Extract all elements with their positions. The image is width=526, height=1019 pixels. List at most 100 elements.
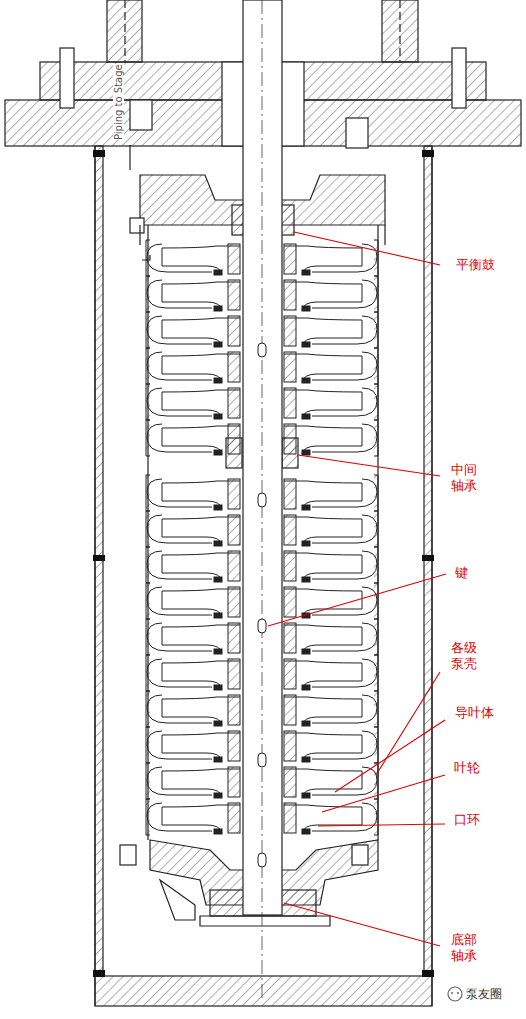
stage-stroke [302, 577, 310, 582]
stage-stroke [228, 515, 240, 545]
part-label: 导叶体 [448, 705, 500, 721]
stage-stroke [228, 424, 240, 454]
stage-stroke [146, 240, 150, 276]
stage-stroke [146, 475, 150, 511]
stage-stroke [147, 767, 212, 795]
stage-stroke [312, 515, 377, 543]
stage-stroke [214, 450, 222, 455]
stage-stroke [258, 753, 266, 767]
stage-stroke [147, 695, 212, 723]
stage-stroke [258, 619, 266, 633]
part-label: 平衡鼓 [444, 257, 506, 273]
stage-stroke [302, 685, 310, 690]
stage-stroke [284, 551, 296, 581]
stage-stroke [284, 424, 296, 454]
stage-stroke [374, 348, 378, 384]
stage-stroke [302, 829, 310, 834]
stage-stroke [147, 316, 212, 344]
stage-stroke [284, 316, 296, 346]
stage-stroke [374, 312, 378, 348]
stage-stroke [284, 623, 296, 653]
stage-stroke [214, 613, 222, 618]
stage-stroke [214, 793, 222, 798]
stage-stroke [258, 853, 266, 867]
piping-note: Piping to Stage [113, 64, 124, 140]
stage-stroke [284, 587, 296, 617]
stage-stroke [374, 420, 378, 456]
stage-stroke [147, 388, 212, 416]
stage-stroke [214, 306, 222, 311]
stage-stroke [228, 244, 240, 274]
stage-stroke [312, 623, 377, 651]
stage-stroke [302, 342, 310, 347]
stage-stroke [146, 511, 150, 547]
stage-stroke [214, 721, 222, 726]
stage-stroke [312, 731, 377, 759]
stage-stroke [374, 276, 378, 312]
stage-stroke [284, 659, 296, 689]
stage-stroke [312, 659, 377, 687]
stage-stroke [147, 803, 212, 831]
stage-stroke [312, 388, 377, 416]
stage-stroke [302, 306, 310, 311]
stage-stroke [284, 479, 296, 509]
stage-stroke [302, 541, 310, 546]
stage-stroke [374, 240, 378, 276]
stage-stroke [146, 727, 150, 763]
stage-stroke [374, 691, 378, 727]
stage-stroke [258, 493, 266, 507]
stage-stroke [284, 731, 296, 761]
stage-stroke [147, 623, 212, 651]
part-label: 各级 泵壳 [446, 640, 482, 673]
stage-stroke [374, 384, 378, 420]
stage-stroke [146, 583, 150, 619]
stage-stroke [228, 352, 240, 382]
stage-stroke [146, 799, 150, 835]
watermark-icon [448, 987, 462, 1001]
stage-stroke [374, 511, 378, 547]
stage-stroke [312, 551, 377, 579]
stage-stroke [146, 619, 150, 655]
stage-stroke [312, 280, 377, 308]
stage-stroke [147, 244, 212, 272]
stage-stroke [147, 280, 212, 308]
stage-stroke [146, 276, 150, 312]
stage-stroke [147, 424, 212, 452]
stage-stroke [214, 685, 222, 690]
watermark: 泵友圈 [466, 986, 502, 1003]
stage-stroke [214, 270, 222, 275]
stage-stroke [228, 587, 240, 617]
stage-stroke [302, 649, 310, 654]
stage-stroke [228, 479, 240, 509]
stage-stroke [302, 793, 310, 798]
stage-stroke [302, 721, 310, 726]
stage-stroke [312, 424, 377, 452]
stage-stroke [374, 475, 378, 511]
stage-stroke [284, 352, 296, 382]
part-label: 键 [450, 565, 472, 581]
stage-stroke [146, 547, 150, 583]
stage-stroke [147, 731, 212, 759]
stage-stroke [228, 731, 240, 761]
part-label: 口环 [448, 812, 486, 828]
stage-stroke [214, 757, 222, 762]
stage-stroke [228, 695, 240, 725]
stage-stroke [147, 515, 212, 543]
stage-stroke [302, 450, 310, 455]
stage-stroke [302, 378, 310, 383]
stage-stroke [147, 479, 212, 507]
stage-stroke [214, 829, 222, 834]
stage-stroke [214, 577, 222, 582]
stage-stroke [374, 547, 378, 583]
stage-stroke [147, 551, 212, 579]
stage-stroke [284, 767, 296, 797]
stage-stroke [312, 479, 377, 507]
stage-stroke [284, 803, 296, 833]
stage-stroke [146, 655, 150, 691]
stage-stroke [312, 695, 377, 723]
stage-stroke [312, 803, 377, 831]
stage-stroke [214, 649, 222, 654]
stage-stroke [374, 799, 378, 835]
stage-stroke [312, 352, 377, 380]
